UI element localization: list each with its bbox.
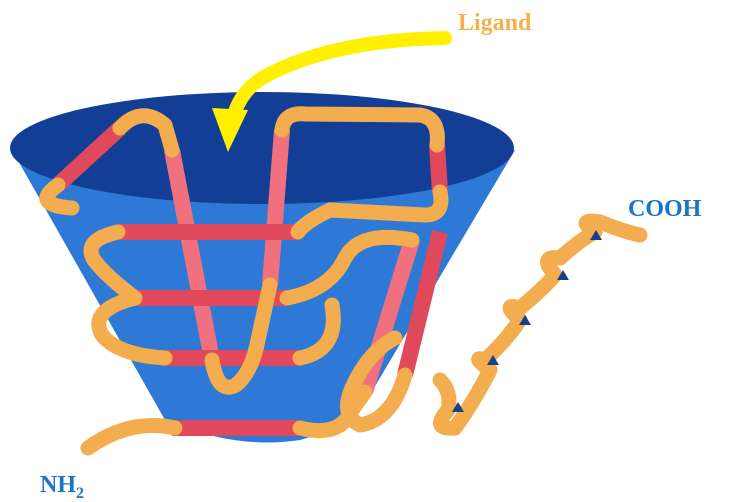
nh2-label: NH2: [40, 472, 84, 502]
ligand-label: Ligand: [458, 10, 532, 36]
nh-label-subscript: 2: [76, 485, 84, 502]
alpha-helix-coil: [440, 221, 640, 428]
nh-label-text: NH: [40, 472, 76, 498]
cooh-label: COOH: [628, 196, 702, 222]
n-terminus-tail: [88, 426, 175, 449]
